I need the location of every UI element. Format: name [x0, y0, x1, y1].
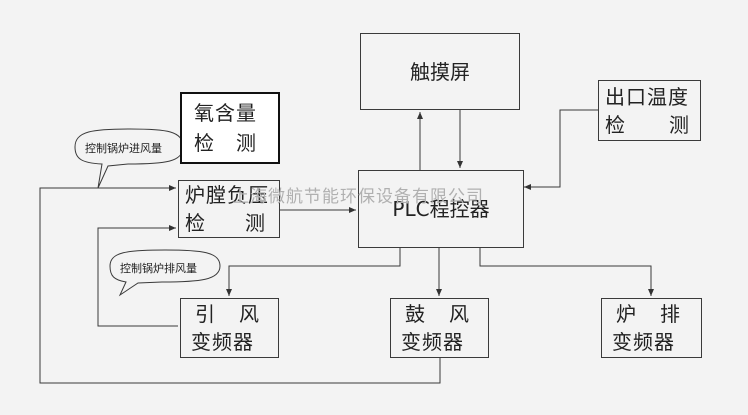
inlet-air-bubble-label: 控制锅炉进风量	[85, 142, 162, 155]
grate-bubble-shape	[109, 249, 221, 297]
plc-to-induced-fan-arrow	[226, 248, 401, 296]
grate-label-1: 炉排	[616, 302, 704, 326]
outlet-temp-label-2: 检测	[605, 112, 733, 137]
furnace-pressure-label-1: 炉膛负压	[185, 183, 269, 207]
blower-feedback-arrow	[39, 185, 441, 384]
blower-label-2: 变频器	[401, 330, 464, 354]
company-watermark: 上海微航节能环保设备有限公司	[232, 187, 484, 207]
blower-inverter-box: 鼓风 变频器	[390, 298, 489, 358]
induced-fan-label-1: 引风	[195, 302, 283, 326]
grate-label-2: 变频器	[612, 330, 675, 354]
induced-fan-label-2: 变频器	[191, 330, 254, 354]
oxygen-detection-label-2: 检测	[194, 131, 278, 155]
oxygen-detection-label-1: 氧含量	[194, 101, 257, 125]
plc-to-grate-arrow	[479, 248, 654, 296]
outlet-temp-label-1: 出口温度	[605, 84, 689, 109]
outlet-temp-detection-box: 出口温度 检测	[598, 80, 701, 141]
induced-fan-feedback-arrow	[97, 225, 178, 327]
oxygen-detection-box: 氧含量 检测	[180, 92, 280, 164]
furnace-pressure-label-2: 检测	[185, 211, 305, 235]
furnace-pressure-detection-box: 炉膛负压 检测	[178, 180, 280, 238]
plc-controller-label: PLC程控器	[392, 197, 490, 221]
grate-bubble-label: 控制锅炉排风量	[120, 262, 197, 275]
touchscreen-box: 触摸屏	[360, 33, 520, 110]
inlet-air-bubble-shape	[74, 128, 184, 189]
touchscreen-label: 触摸屏	[410, 59, 470, 84]
blower-label-1: 鼓风	[405, 302, 493, 326]
grate-inverter-box: 炉排 变频器	[601, 298, 702, 358]
outlet-temp-to-plc-arrow	[524, 109, 598, 190]
plc-controller-box: PLC程控器	[358, 170, 524, 248]
induced-fan-inverter-box: 引风 变频器	[180, 298, 279, 358]
